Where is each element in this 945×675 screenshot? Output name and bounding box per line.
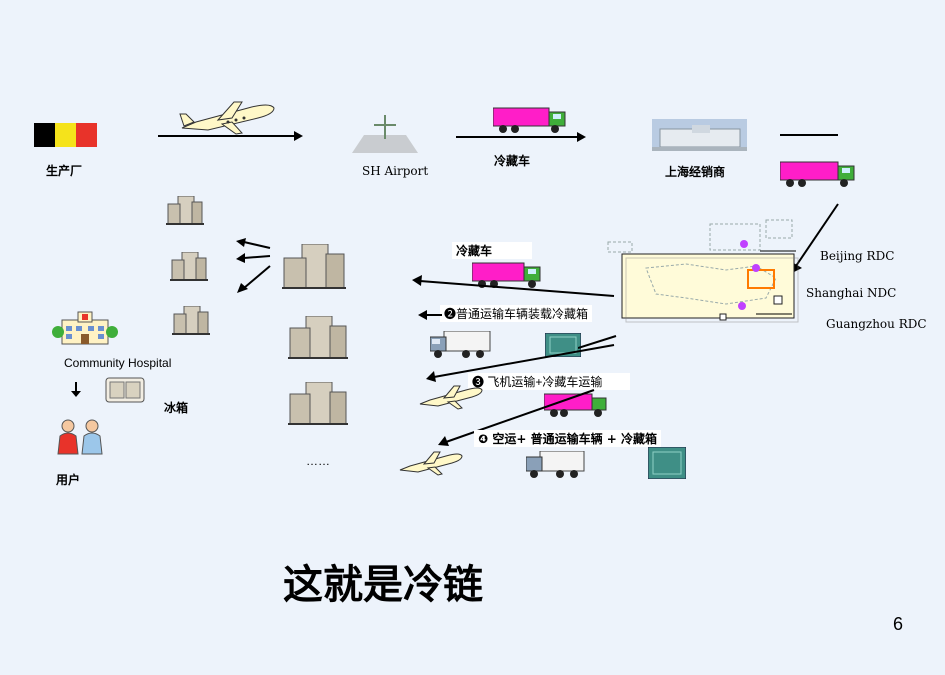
arrow-airport-to-distributor bbox=[456, 131, 586, 143]
flag-red-stripe bbox=[76, 123, 97, 147]
hospital-building-3-icon bbox=[288, 382, 348, 426]
truck-white-route4-icon bbox=[526, 451, 586, 479]
flag-yellow-stripe bbox=[55, 123, 76, 147]
airport-icon bbox=[352, 115, 418, 155]
distributor-label: 上海经销商 bbox=[665, 165, 726, 179]
guangzhou-label: Guangzhou RDC bbox=[826, 317, 927, 331]
arrow-route2 bbox=[418, 308, 444, 322]
factory-label: 生产厂 bbox=[46, 164, 83, 178]
ellipsis-label: …… bbox=[306, 454, 330, 468]
cold-box-icon bbox=[545, 333, 581, 357]
hospital-building-2-icon bbox=[288, 316, 348, 360]
fridge-icon bbox=[104, 376, 146, 404]
airplane-route4-icon bbox=[398, 450, 464, 476]
user-label: 用户 bbox=[56, 473, 81, 487]
reefer-truck-icon bbox=[493, 106, 569, 134]
small-building-2-icon bbox=[170, 252, 208, 282]
guangzhou-connector bbox=[756, 312, 792, 316]
arrow-route4 bbox=[436, 388, 596, 448]
shanghai-label: Shanghai NDC bbox=[806, 286, 897, 300]
airport-label: SH Airport bbox=[362, 164, 429, 178]
cold-box-route4-icon bbox=[648, 447, 686, 479]
reefer-mid-label: 冷藏车 bbox=[452, 242, 533, 259]
truck-white-icon bbox=[430, 331, 492, 359]
hospital-building-1-icon bbox=[282, 244, 346, 290]
route2-label: ❷普通运输车辆装载冷藏箱 bbox=[440, 305, 593, 322]
connector-route2 bbox=[578, 334, 618, 350]
china-map bbox=[606, 218, 806, 328]
page-number: 6 bbox=[893, 614, 904, 634]
distributor-building-icon bbox=[652, 119, 747, 151]
community-hospital-icon bbox=[52, 310, 118, 346]
flag-black-stripe bbox=[34, 123, 55, 147]
community-hospital-label: Community Hospital bbox=[64, 356, 172, 370]
fan-arrows bbox=[234, 238, 274, 296]
arrow-hospital-down bbox=[70, 382, 82, 398]
fridge-label: 冰箱 bbox=[164, 401, 189, 415]
route3-label: ❸ 飞机运输+冷藏车运输 bbox=[468, 373, 631, 390]
reefer-truck-right-icon bbox=[780, 160, 860, 188]
arrow-factory-to-airport bbox=[158, 130, 303, 142]
beijing-connector bbox=[760, 249, 796, 253]
beijing-label: Beijing RDC bbox=[820, 249, 895, 263]
reefer-truck-mid-icon bbox=[472, 261, 544, 289]
small-building-3-icon bbox=[172, 306, 210, 336]
arrow-route3 bbox=[424, 343, 616, 383]
airplane-icon bbox=[178, 100, 278, 136]
user-icon bbox=[54, 418, 106, 458]
reefer-truck-route3-icon bbox=[544, 392, 610, 418]
connector-line bbox=[780, 133, 838, 137]
small-building-1-icon bbox=[166, 196, 204, 226]
arrow-map-to-hospitals bbox=[410, 274, 616, 300]
airplane-route3-icon bbox=[418, 384, 484, 410]
slide-title: 这就是冷链 bbox=[283, 561, 483, 608]
belgium-flag bbox=[34, 123, 97, 147]
reefer-top-label: 冷藏车 bbox=[494, 154, 531, 168]
route4-label: ❹ 空运+ 普通运输车辆 + 冷藏箱 bbox=[474, 430, 661, 447]
